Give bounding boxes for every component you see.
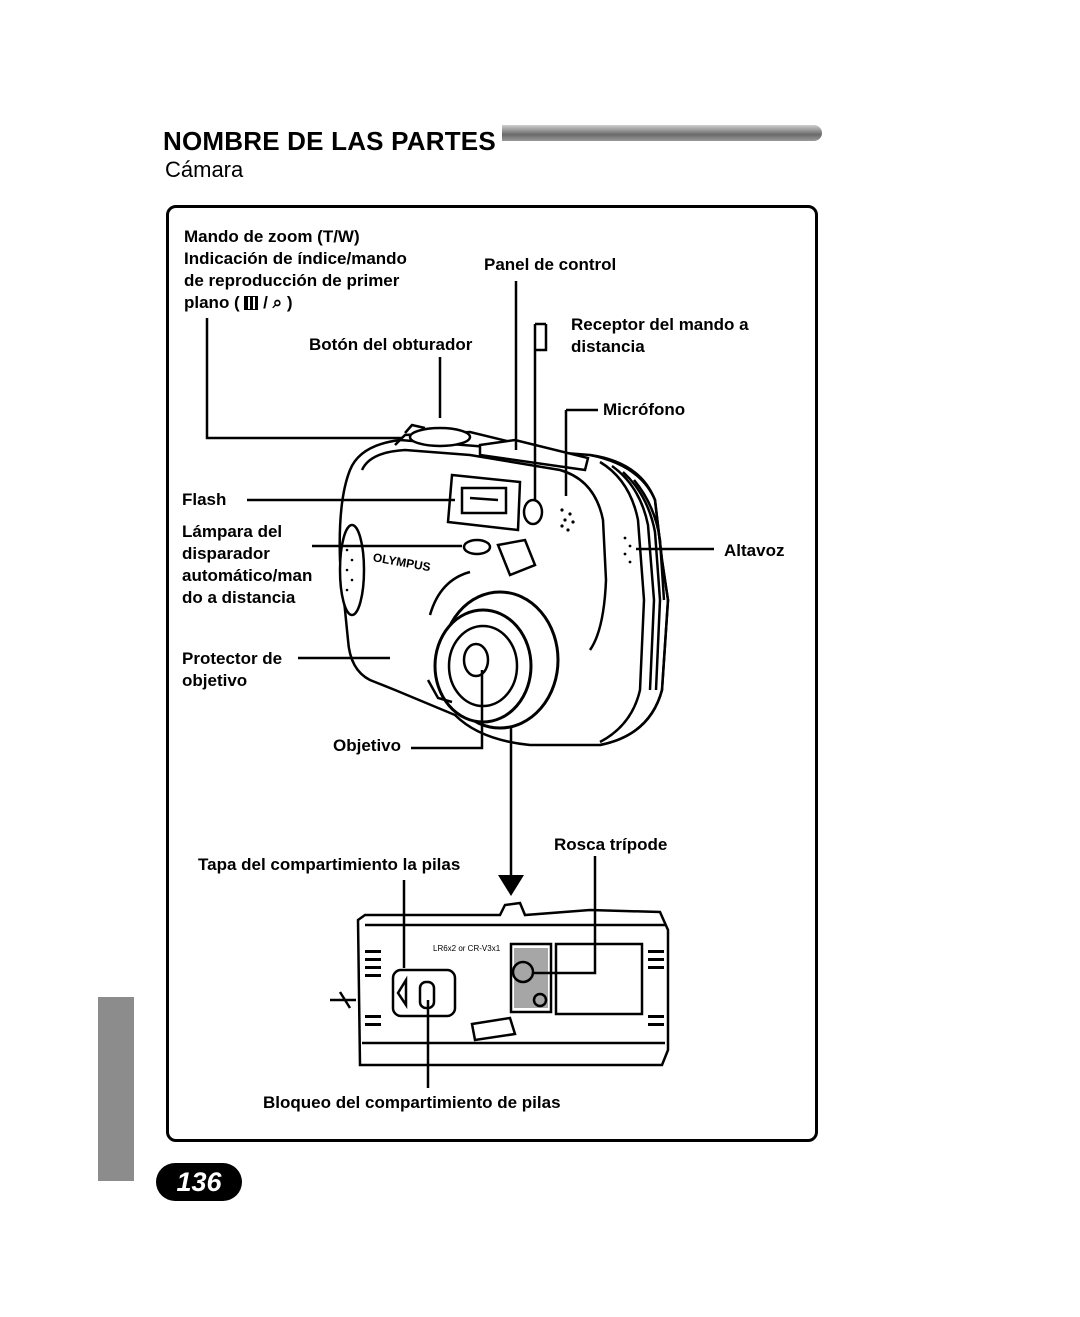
label-shutter: Botón del obturador [309,334,473,356]
index-icon [244,296,259,310]
label-zoom: Mando de zoom (T/W) Indicación de índice… [184,226,407,314]
label-mic: Micrófono [603,399,686,421]
label-lens: Objetivo [333,735,402,757]
label-battery-cover: Tapa del compartimiento la pilas [198,854,461,876]
down-arrow-icon [498,875,524,896]
page-number: 136 [156,1163,242,1201]
label-lamp: Lámpara del disparador automático/man do… [182,521,313,609]
section-side-tab [98,997,134,1181]
page-subtitle: Cámara [165,157,244,182]
shutter-button [408,426,472,448]
label-battery-lock: Bloqueo del compartimiento de pilas [263,1092,561,1114]
label-tripod: Rosca trípode [554,834,668,856]
battery-marking: LR6x2 or CR-V3x1 [433,944,501,953]
label-protector: Protector de objetivo [182,648,283,692]
label-panel: Panel de control [484,254,617,276]
label-speaker: Altavoz [724,540,785,562]
page-title: NOMBRE DE LAS PARTES [163,124,502,158]
magnifier-icon: ⌕ [272,293,283,312]
label-flash: Flash [182,489,227,511]
diagram-frame [166,205,818,1142]
label-remote: Receptor del mando a distancia [571,314,749,358]
